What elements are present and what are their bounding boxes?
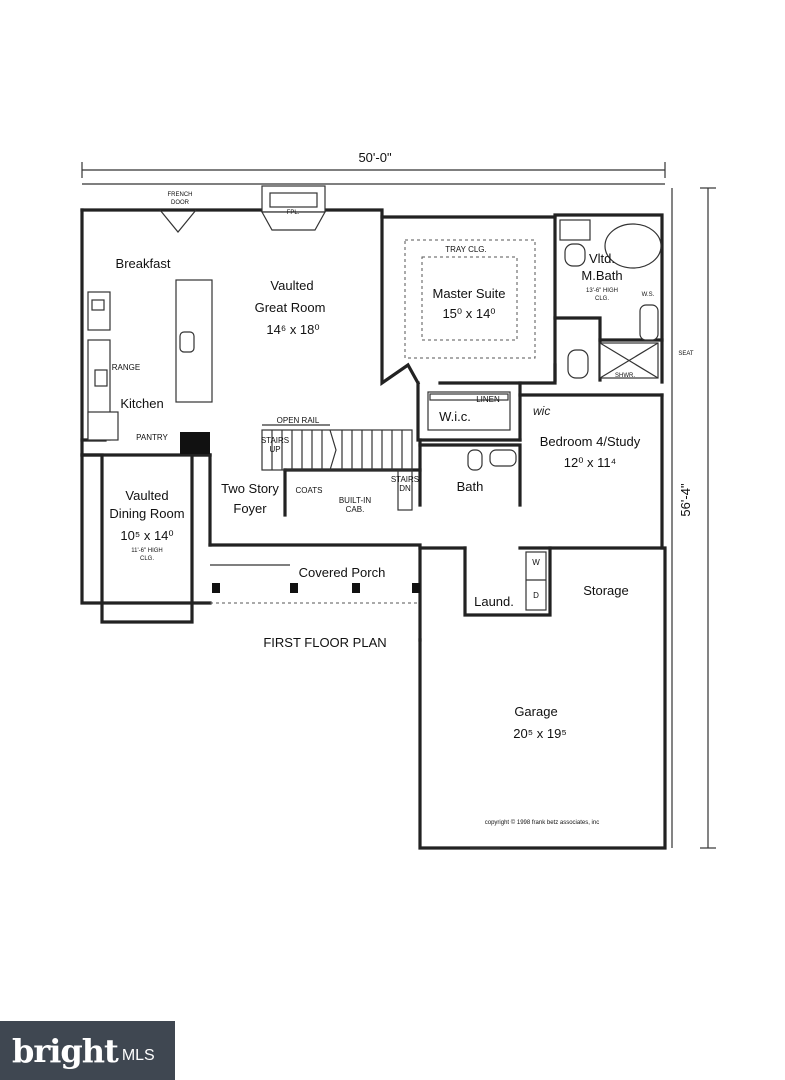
foyer-label-1: Two Story <box>221 481 279 496</box>
garage-size: 20⁵ x 19⁵ <box>513 726 566 741</box>
great-room-size: 14⁶ x 18⁰ <box>266 322 319 337</box>
built-in-2: CAB. <box>346 505 365 514</box>
dining-size: 10⁵ x 14⁰ <box>120 528 173 543</box>
dining-label-1: Vaulted <box>125 488 168 503</box>
kitchen-label: Kitchen <box>120 396 163 411</box>
linen-label: LINEN <box>476 395 500 404</box>
shower-label: SHWR. <box>615 373 635 379</box>
stairs <box>261 424 413 511</box>
labels: 50'-0" 56'-4" FRENCH DOOR FPL. Breakfast… <box>109 150 694 826</box>
open-rail-label: OPEN RAIL <box>277 416 320 425</box>
french-door-icon <box>159 209 197 233</box>
fpl-label: FPL. <box>287 210 300 216</box>
stairs-dn-1: STAIRS <box>391 475 419 484</box>
kitchen-fixtures <box>87 279 213 454</box>
master-bath-label-2: M.Bath <box>581 268 622 283</box>
master-suite-size: 15⁰ x 14⁰ <box>442 306 495 321</box>
seat-label: SEAT <box>678 351 694 357</box>
dimension-lines <box>81 162 716 849</box>
tray-ceiling-outline <box>421 256 518 341</box>
built-in-1: BUILT-IN <box>339 496 372 505</box>
handwritten-wic: wic <box>533 404 550 418</box>
bedroom4-label: Bedroom 4/Study <box>540 434 641 449</box>
storage-label: Storage <box>583 583 629 598</box>
french-door-label-1: FRENCH <box>168 192 193 198</box>
laundry-label: Laund. <box>474 594 514 609</box>
interior-walls <box>80 215 664 617</box>
bath-fixtures <box>489 449 517 467</box>
bath-label: Bath <box>457 479 484 494</box>
garage-label: Garage <box>514 704 557 719</box>
french-door-label-2: DOOR <box>171 200 190 206</box>
stairs-dn-2: DN <box>399 484 411 493</box>
porch-posts <box>210 564 420 604</box>
dim-width: 50'-0" <box>358 150 392 165</box>
porch-label: Covered Porch <box>299 565 386 580</box>
exterior-walls <box>80 208 667 850</box>
dining-ceiling-2: CLG. <box>140 556 154 562</box>
bedroom4-size: 12⁰ x 11⁴ <box>564 455 616 470</box>
stairs-up-1: STAIRS <box>261 436 289 445</box>
master-suite-label: Master Suite <box>433 286 506 301</box>
wic-label: W.i.c. <box>439 409 471 424</box>
fireplace <box>260 185 327 231</box>
master-bath-fixtures <box>559 219 662 379</box>
stairs-up-2: UP <box>269 445 280 454</box>
laundry-machines <box>525 551 547 611</box>
pantry-label: PANTRY <box>136 433 168 442</box>
bath-ceiling-1: 13'-6" HIGH <box>586 288 618 294</box>
watermark-brand: bright <box>12 1031 119 1070</box>
wic-shelving <box>427 391 511 431</box>
plan-title: FIRST FLOOR PLAN <box>263 635 386 650</box>
copyright: copyright © 1998 frank betz associates, … <box>485 819 599 826</box>
great-room-label-1: Vaulted <box>270 278 313 293</box>
washer-label: W <box>532 558 540 567</box>
breakfast-label: Breakfast <box>116 256 171 271</box>
foyer-label-2: Foyer <box>233 501 267 516</box>
watermark-suffix: MLS <box>121 1046 155 1064</box>
bright-mls-watermark: bright MLS <box>0 1021 175 1080</box>
master-bath-label-1: Vltd. <box>589 251 615 266</box>
ws-label: W.S. <box>642 292 655 298</box>
coats-label: COATS <box>296 486 323 495</box>
dining-label-2: Dining Room <box>109 506 184 521</box>
dryer-label: D <box>533 591 539 600</box>
bath-ceiling-2: CLG. <box>595 296 609 302</box>
range-label: RANGE <box>112 363 140 372</box>
dining-ceiling-1: 11'-6" HIGH <box>131 548 163 554</box>
tray-ceiling-label: TRAY CLG. <box>445 245 487 254</box>
great-room-label-2: Great Room <box>255 300 326 315</box>
dim-depth: 56'-4" <box>678 483 693 517</box>
